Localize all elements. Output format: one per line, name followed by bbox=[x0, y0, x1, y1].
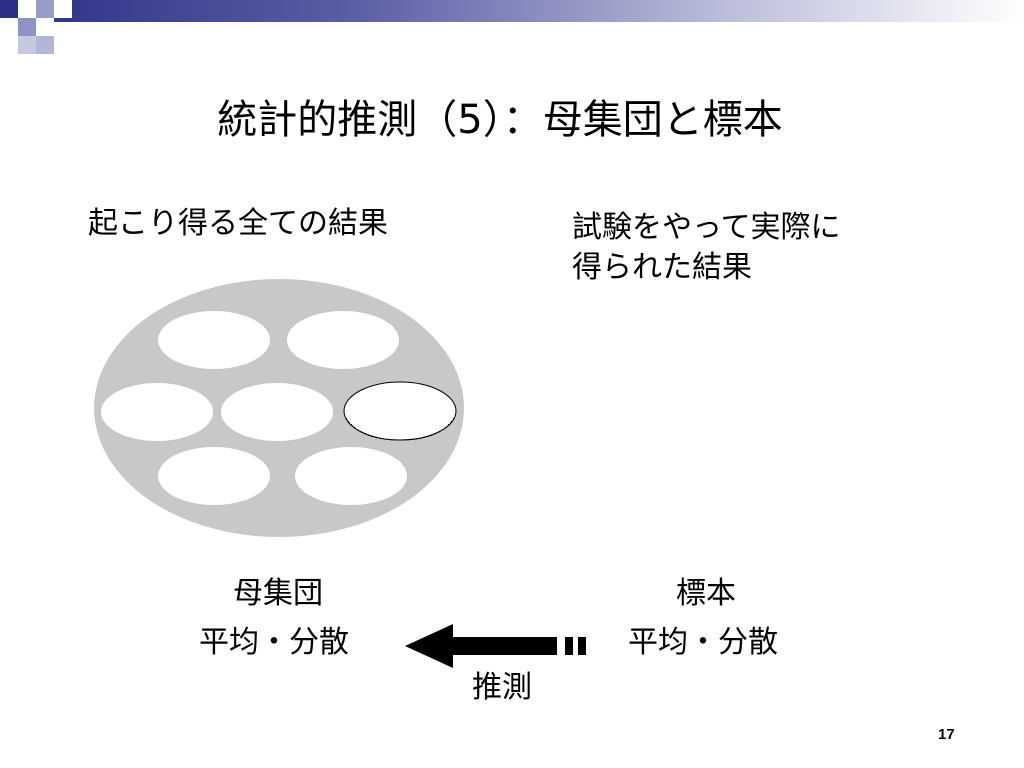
header-square-light bbox=[36, 18, 54, 36]
sample-outcome-shadow bbox=[345, 417, 455, 441]
slide-title: 統計的推測（5）：母集団と標本 bbox=[217, 97, 783, 143]
header-square-mid bbox=[36, 0, 54, 18]
outcome-ellipse bbox=[295, 447, 407, 505]
outcome-ellipse bbox=[101, 383, 213, 441]
sample-stats: 平均・分散 bbox=[628, 625, 778, 660]
page-number: 17 bbox=[938, 726, 955, 743]
sample-label: 標本 bbox=[676, 576, 736, 611]
sample-caption-line2: 得られた結果 bbox=[572, 250, 752, 285]
outcome-ellipse bbox=[158, 311, 270, 369]
header-square-pale bbox=[36, 36, 54, 54]
header-gradient-band bbox=[0, 0, 1024, 22]
outcome-ellipse bbox=[287, 311, 399, 369]
header-square-pale bbox=[18, 36, 36, 54]
population-label: 母集団 bbox=[233, 576, 323, 611]
population-caption: 起こり得る全ての結果 bbox=[88, 206, 388, 241]
sample-caption-line1: 試験をやって実際に bbox=[572, 210, 841, 245]
outcome-ellipse bbox=[221, 383, 333, 441]
header-square-dark bbox=[0, 0, 18, 18]
header-square-mid bbox=[18, 18, 36, 36]
header-square-light bbox=[54, 0, 72, 18]
outcome-ellipse bbox=[158, 447, 270, 505]
inference-label: 推測 bbox=[472, 670, 532, 705]
header-square-light bbox=[18, 0, 36, 18]
header-square-light bbox=[0, 18, 18, 36]
population-stats: 平均・分散 bbox=[199, 625, 349, 660]
left-arrow-icon bbox=[405, 624, 586, 668]
